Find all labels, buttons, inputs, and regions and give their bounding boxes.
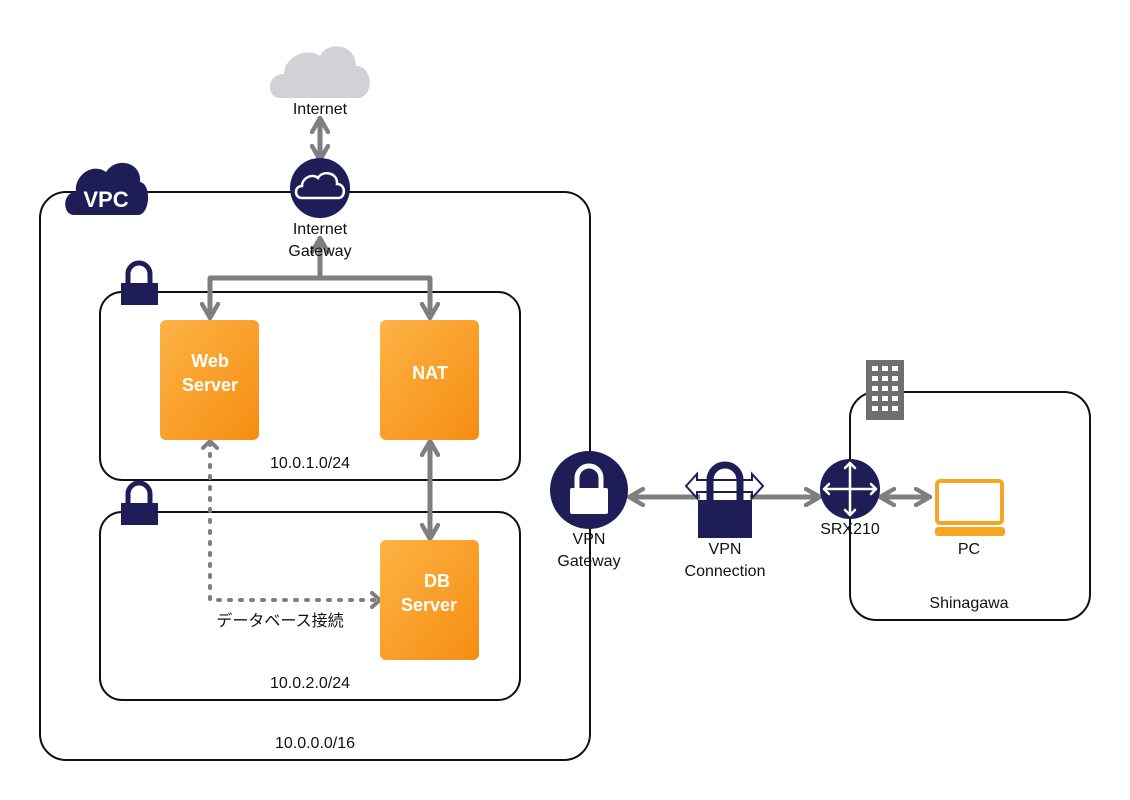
igw-label-line1: Internet <box>293 221 348 238</box>
vpn-connection-label-line1: VPN <box>709 541 742 558</box>
web-server-box <box>160 320 259 440</box>
site-label: Shinagawa <box>929 595 1008 612</box>
web-server-label-line2: Server <box>182 375 238 395</box>
vpn-gateway-label-line1: VPN <box>573 531 606 548</box>
subnet-private <box>99 511 521 701</box>
lock-icon <box>121 260 158 305</box>
vpc-badge-label: VPC <box>83 187 128 212</box>
subnet-public <box>99 291 521 481</box>
db-server-box <box>380 540 479 660</box>
vpn-connection-label-line2: Connection <box>685 563 766 580</box>
arrow-web-up-head <box>201 439 219 450</box>
web-server-label-line1: Web <box>191 351 229 371</box>
db-server-label-line1: DB <box>424 571 450 591</box>
vpc-cidr: 10.0.0.0/16 <box>275 735 355 752</box>
db-connection-label-bg <box>206 607 354 631</box>
internet-gateway-icon <box>290 158 350 218</box>
shinagawa-container <box>849 391 1091 621</box>
router-icon <box>820 459 880 519</box>
db-connection-label: データベース接続 <box>216 611 343 630</box>
subnet2-cidr: 10.0.2.0/24 <box>270 675 350 692</box>
db-server-label-line2: Server <box>401 595 457 615</box>
building-icon <box>866 360 904 420</box>
internet-label: Internet <box>293 101 348 118</box>
cloud-icon <box>269 46 370 98</box>
vpc-cloud-icon <box>65 162 149 215</box>
nat-label: NAT <box>412 363 448 383</box>
arrow-igw-nat <box>320 275 430 316</box>
connectors <box>210 120 928 537</box>
lock-icon <box>121 480 158 525</box>
router-label: SRX210 <box>820 521 880 538</box>
vpn-gateway-label-line2: Gateway <box>557 553 620 570</box>
vpn-connection-icon <box>684 461 765 538</box>
pc-icon <box>935 479 1005 536</box>
arrow-db-connection <box>208 441 378 602</box>
nat-box <box>380 320 479 440</box>
igw-label-line2: Gateway <box>288 243 351 260</box>
arrow-igw-web <box>210 275 320 316</box>
subnet1-cidr: 10.0.1.0/24 <box>270 455 350 472</box>
vpn-gateway-icon <box>550 451 628 529</box>
pc-label: PC <box>958 541 980 558</box>
